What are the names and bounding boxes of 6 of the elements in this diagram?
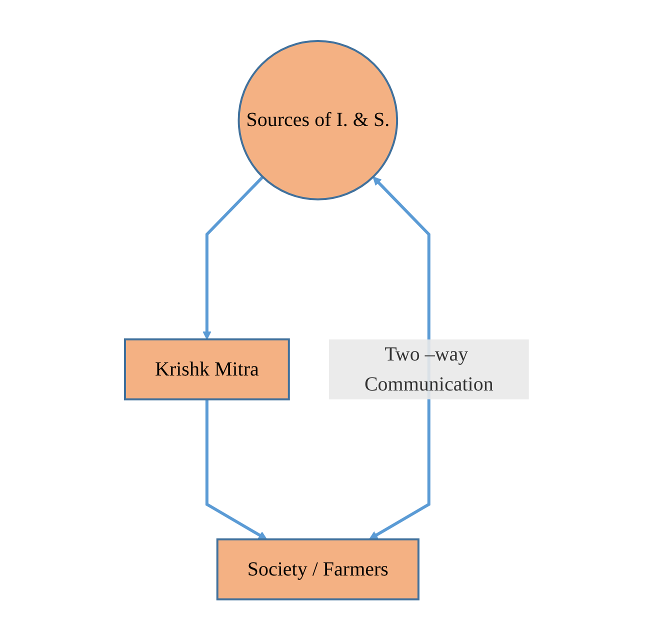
node-box: Society / Farmers	[216, 538, 419, 600]
arrow	[205, 399, 267, 540]
arrow	[202, 176, 264, 340]
node-circle: Sources of I. & S.	[237, 40, 398, 200]
node-box: Krishk Mitra	[124, 338, 290, 400]
edge-label: Two –way Communication	[364, 343, 493, 396]
